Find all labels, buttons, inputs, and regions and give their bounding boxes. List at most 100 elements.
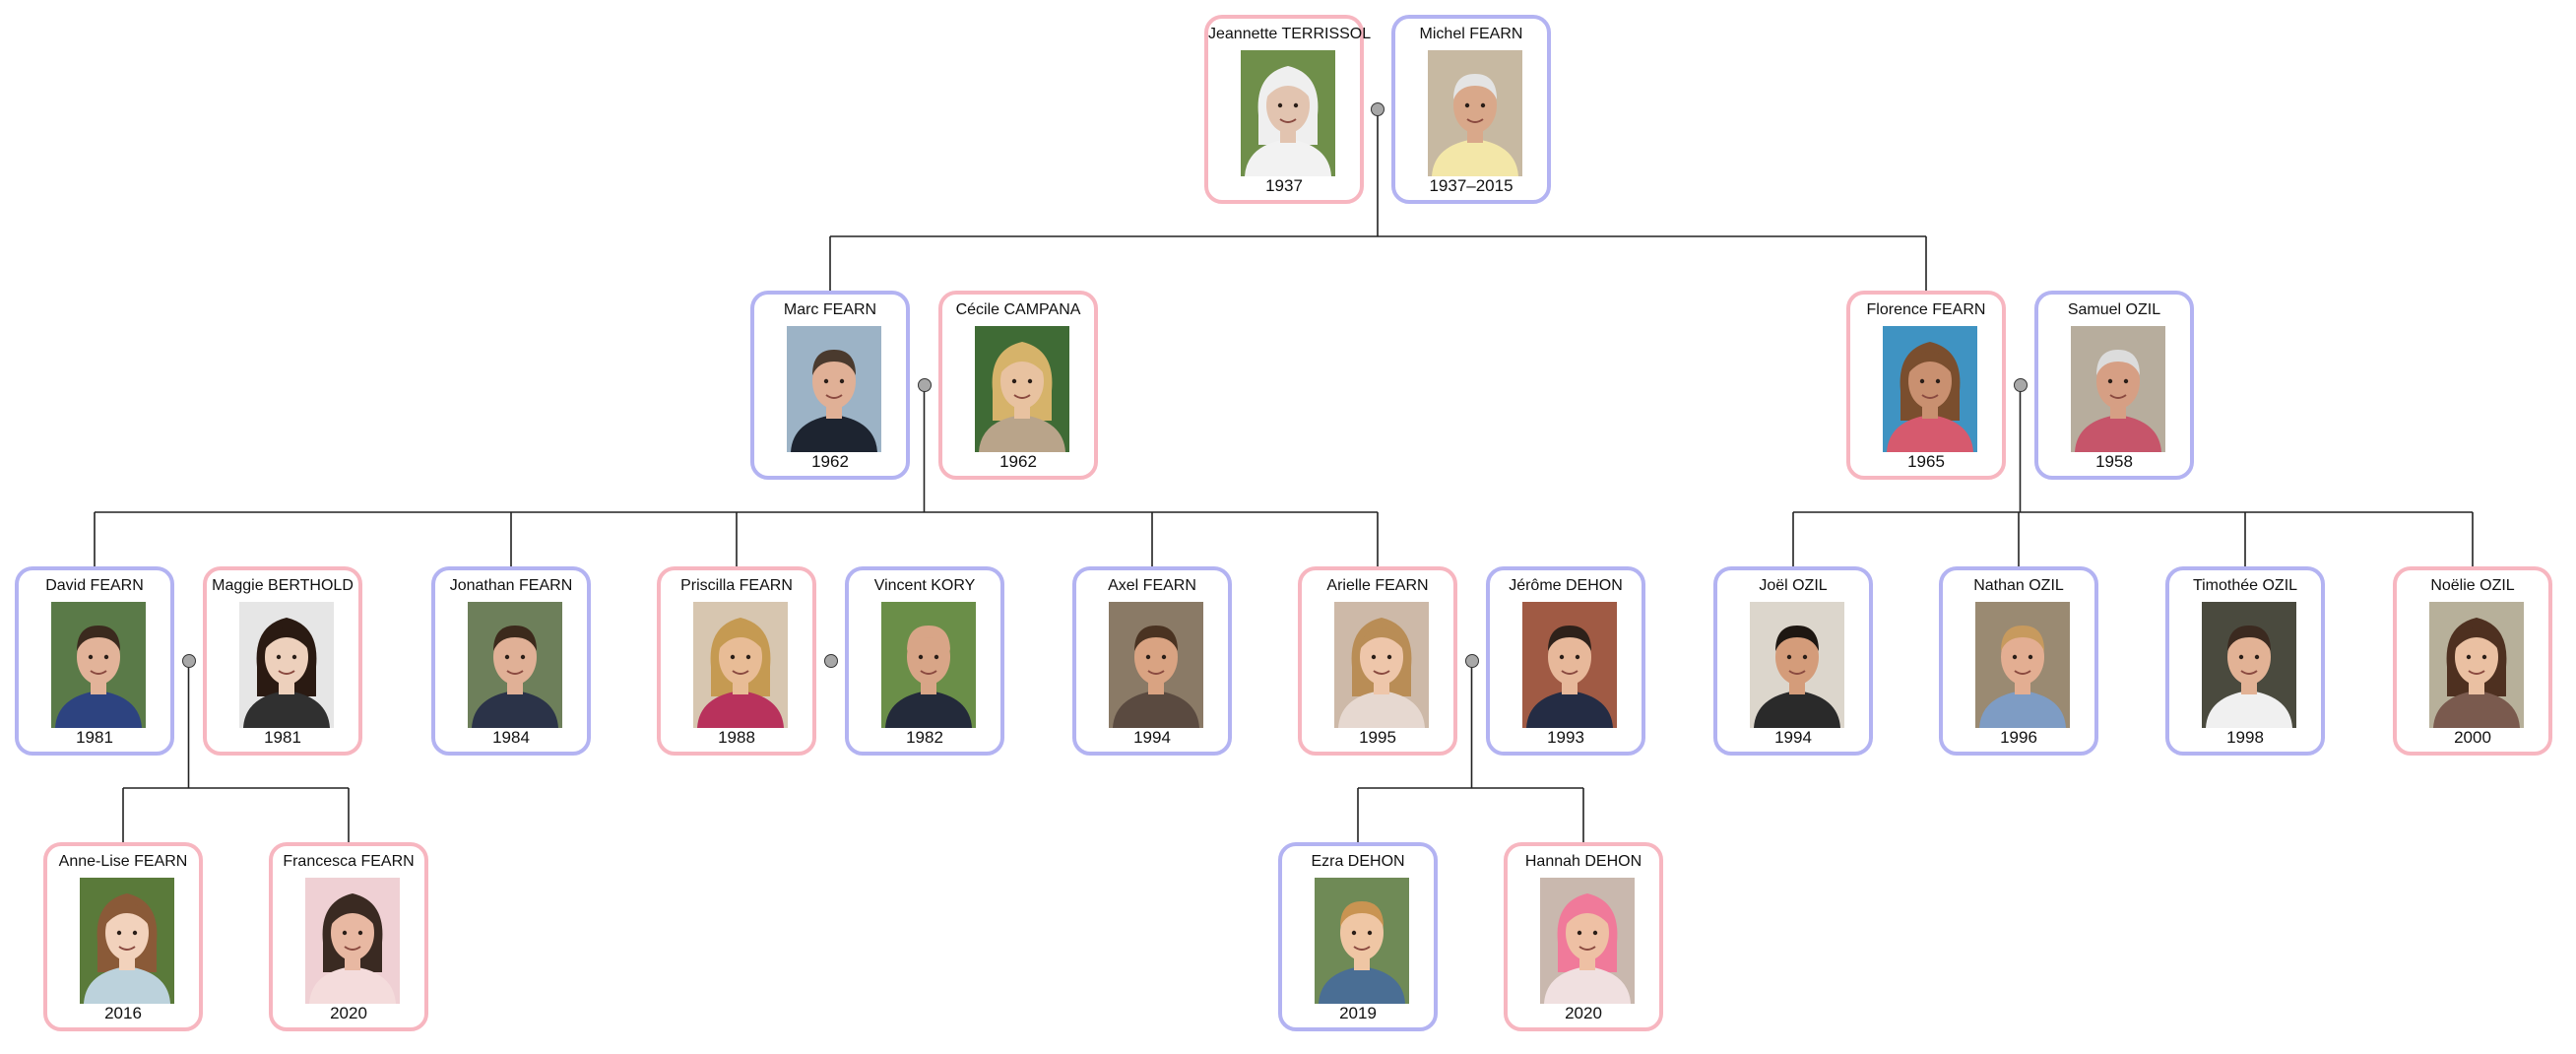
person-dates: 1993	[1547, 728, 1584, 747]
portrait-image	[1975, 602, 2070, 728]
person-dates: 1982	[906, 728, 943, 747]
person-photo	[1750, 602, 1844, 728]
person-name: Joël OZIL	[1759, 577, 1828, 594]
person-dates: 2000	[2454, 728, 2491, 747]
person-name: Ezra DEHON	[1311, 853, 1405, 870]
person-dates: 2016	[104, 1004, 142, 1022]
person-photo	[80, 878, 174, 1004]
person-photo	[1522, 602, 1617, 728]
person-name: Hannah DEHON	[1524, 853, 1642, 870]
person-dates: 1994	[1133, 728, 1171, 747]
person-photo	[787, 326, 881, 452]
person-name: Anne-Lise FEARN	[58, 853, 188, 870]
person-dates: 1981	[264, 728, 301, 747]
person-name: Michel FEARN	[1419, 26, 1523, 42]
person-photo	[1428, 50, 1522, 176]
union-node-u-priscilla-vincent[interactable]	[823, 654, 838, 668]
person-name: Jeannette TERRISSOL	[1208, 26, 1372, 42]
person-name: David FEARN	[45, 577, 144, 594]
person-card-timothee[interactable]: Timothée OZIL 1998	[2165, 566, 2325, 756]
person-dates: 1965	[1907, 452, 1945, 471]
person-photo	[239, 602, 334, 728]
portrait-image	[1883, 326, 1977, 452]
portrait-image	[2429, 602, 2524, 728]
person-card-maggie[interactable]: Maggie BERTHOLD 1981	[203, 566, 362, 756]
person-card-francesca[interactable]: Francesca FEARN 2020	[269, 842, 428, 1031]
person-photo	[1883, 326, 1977, 452]
person-card-jerome[interactable]: Jérôme DEHON 1993	[1486, 566, 1645, 756]
person-dates: 1984	[492, 728, 530, 747]
person-photo	[693, 602, 788, 728]
person-photo	[2071, 326, 2165, 452]
portrait-image	[693, 602, 788, 728]
portrait-image	[1750, 602, 1844, 728]
union-node-u-jeannette-michel[interactable]	[1371, 102, 1385, 116]
person-photo	[51, 602, 146, 728]
portrait-image	[1241, 50, 1335, 176]
person-name: Francesca FEARN	[283, 853, 415, 870]
person-name: Jérôme DEHON	[1509, 577, 1623, 594]
portrait-image	[80, 878, 174, 1004]
person-name: Priscilla FEARN	[680, 577, 793, 594]
person-photo	[468, 602, 562, 728]
person-dates: 1988	[718, 728, 755, 747]
portrait-image	[51, 602, 146, 728]
person-dates: 1937–2015	[1429, 176, 1513, 195]
person-name: Florence FEARN	[1866, 301, 1986, 318]
portrait-image	[787, 326, 881, 452]
person-photo	[975, 326, 1069, 452]
person-card-priscilla[interactable]: Priscilla FEARN 1988	[657, 566, 816, 756]
person-name: Noëlie OZIL	[2430, 577, 2515, 594]
portrait-image	[305, 878, 400, 1004]
portrait-image	[1109, 602, 1203, 728]
person-photo	[1241, 50, 1335, 176]
person-photo	[2202, 602, 2296, 728]
person-photo	[1109, 602, 1203, 728]
person-card-florence[interactable]: Florence FEARN 1965	[1846, 291, 2006, 480]
person-card-anneliese[interactable]: Anne-Lise FEARN 2016	[43, 842, 203, 1031]
person-name: Maggie BERTHOLD	[212, 577, 354, 594]
person-dates: 1994	[1774, 728, 1812, 747]
person-dates: 1998	[2226, 728, 2264, 747]
person-dates: 2020	[330, 1004, 367, 1022]
person-name: Samuel OZIL	[2067, 301, 2161, 318]
person-photo	[2429, 602, 2524, 728]
person-card-samuel[interactable]: Samuel OZIL 1958	[2034, 291, 2194, 480]
portrait-image	[1540, 878, 1635, 1004]
person-name: Nathan OZIL	[1973, 577, 2064, 594]
union-node-u-david-maggie[interactable]	[181, 654, 196, 668]
person-dates: 1937	[1265, 176, 1303, 195]
portrait-image	[1428, 50, 1522, 176]
person-dates: 2019	[1339, 1004, 1377, 1022]
person-card-michel[interactable]: Michel FEARN 1937–2015	[1391, 15, 1551, 204]
person-card-noelie[interactable]: Noëlie OZIL 2000	[2393, 566, 2552, 756]
portrait-image	[881, 602, 976, 728]
person-card-joel[interactable]: Joël OZIL 1994	[1713, 566, 1873, 756]
person-photo	[1315, 878, 1409, 1004]
union-node-u-marc-cecile[interactable]	[917, 378, 932, 392]
union-node-u-arielle-jerome[interactable]	[1464, 654, 1479, 668]
portrait-image	[2202, 602, 2296, 728]
person-card-ezra[interactable]: Ezra DEHON 2019	[1278, 842, 1438, 1031]
portrait-image	[1315, 878, 1409, 1004]
person-photo	[1540, 878, 1635, 1004]
person-dates: 1962	[811, 452, 849, 471]
portrait-image	[468, 602, 562, 728]
person-name: Timothée OZIL	[2192, 577, 2298, 594]
person-card-jeannette[interactable]: Jeannette TERRISSOL 1937	[1204, 15, 1372, 204]
portrait-image	[1334, 602, 1429, 728]
union-node-u-florence-samuel[interactable]	[2013, 378, 2028, 392]
person-dates: 1962	[999, 452, 1037, 471]
person-dates: 1958	[2095, 452, 2133, 471]
